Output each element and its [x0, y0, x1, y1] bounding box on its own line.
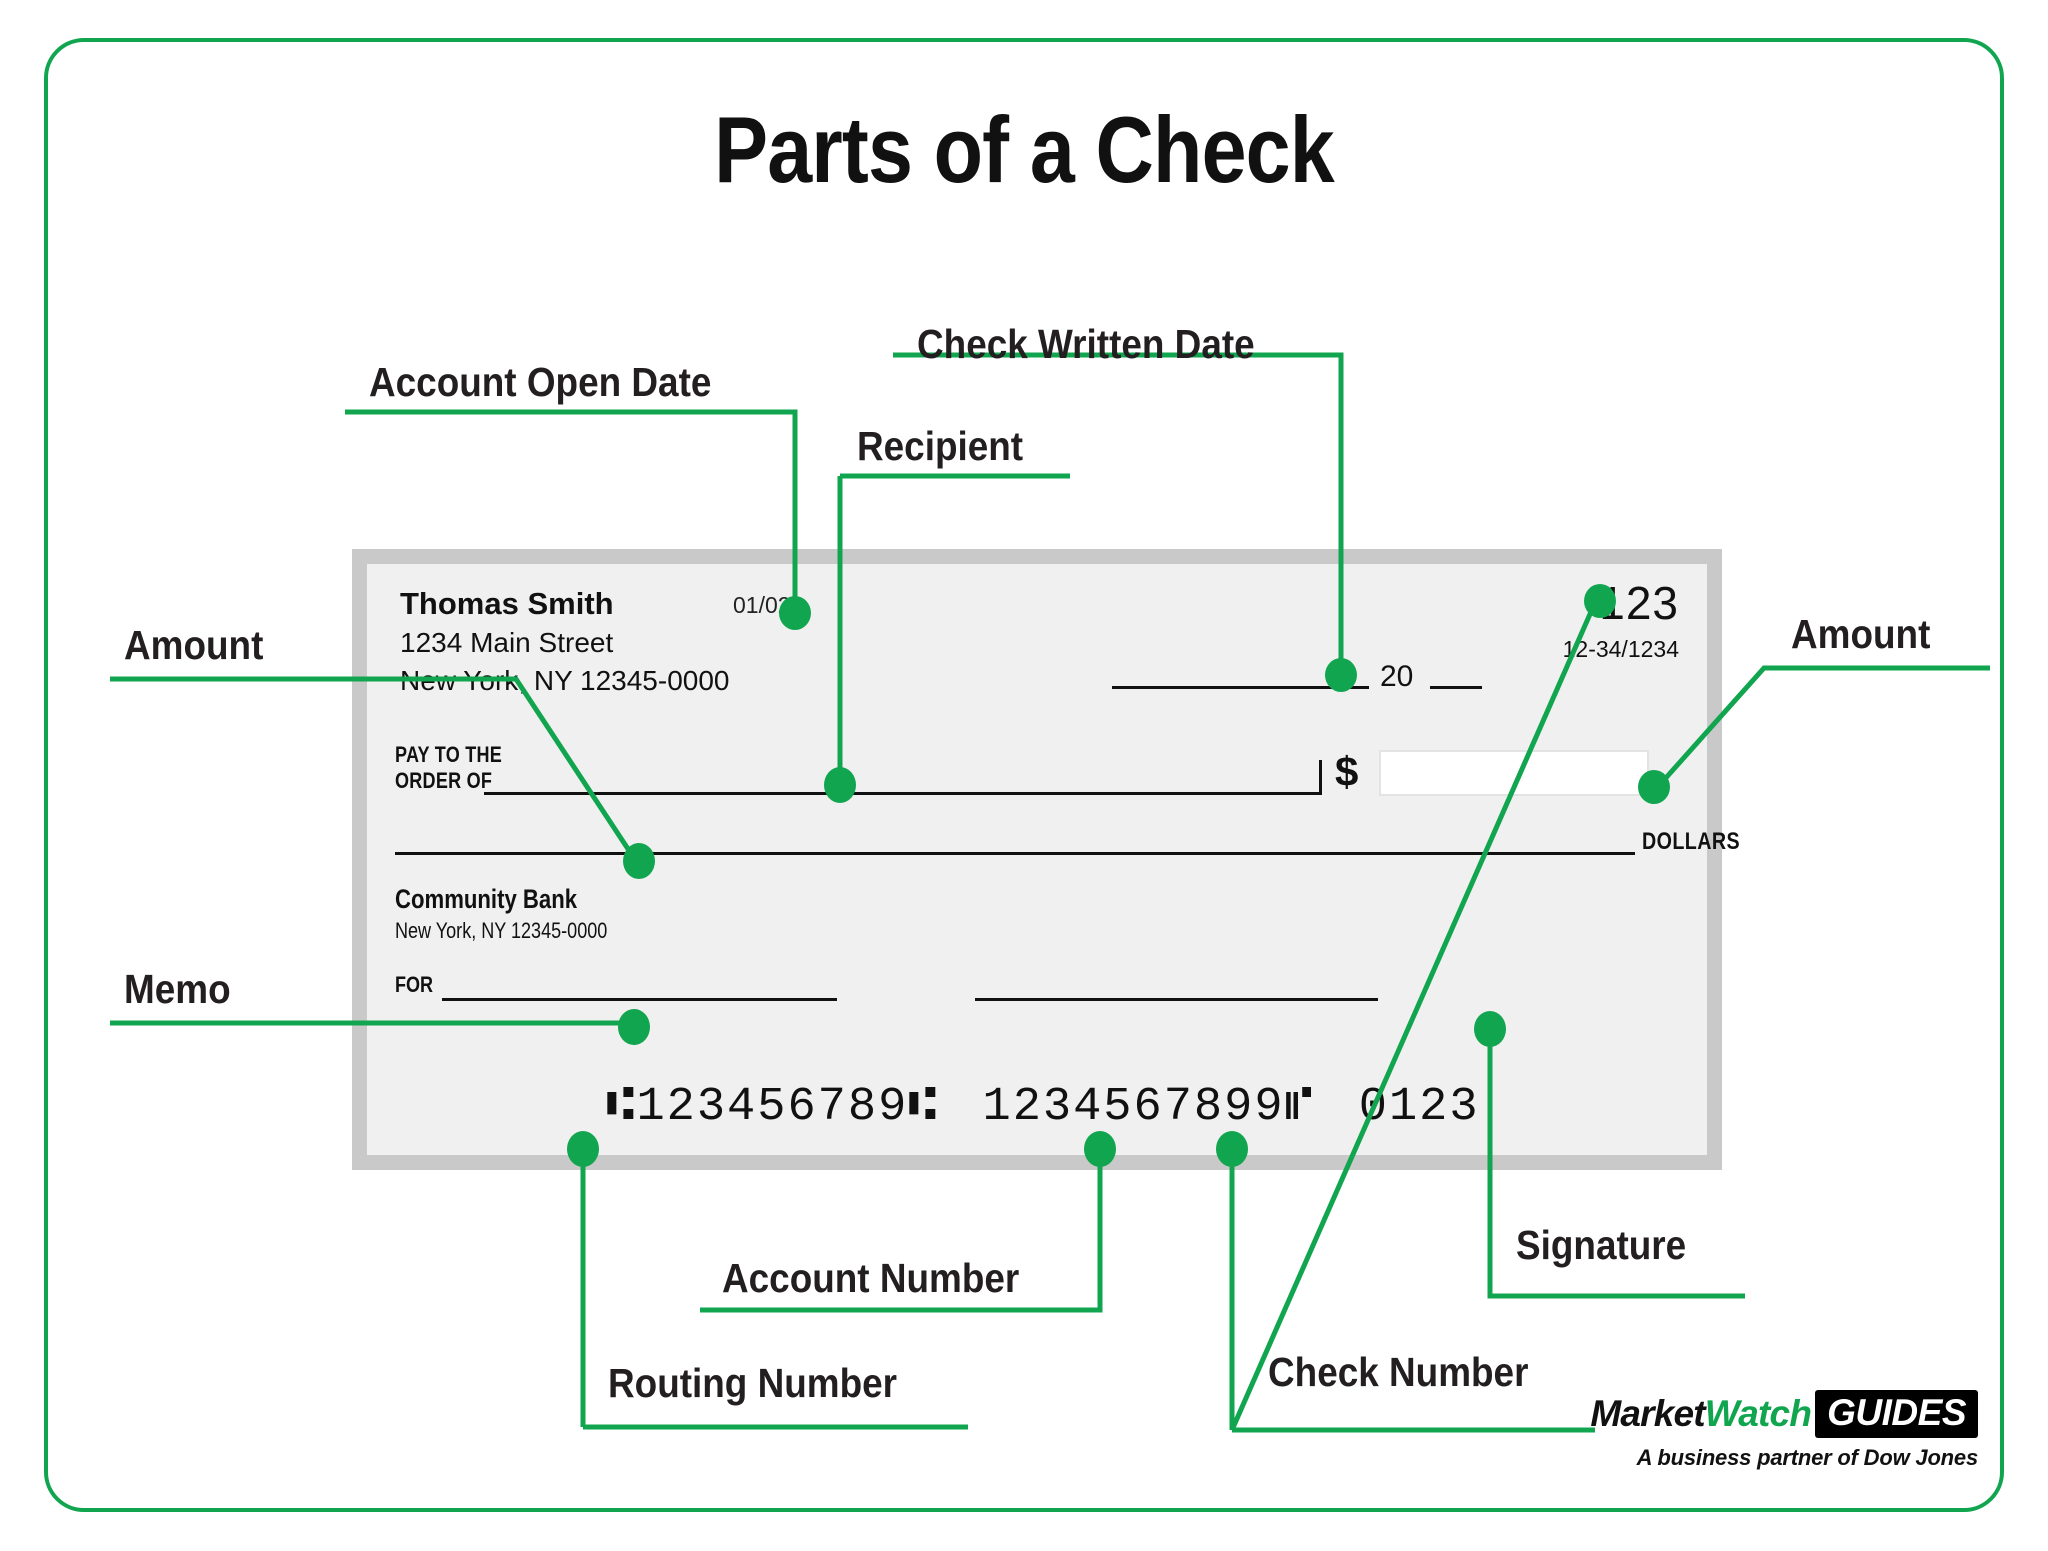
payee-line: [484, 792, 1319, 795]
bank-city: New York, NY 12345-0000: [395, 918, 608, 943]
leader-amount-right: [1662, 665, 1990, 782]
callout-amount-written: Amount: [124, 622, 264, 668]
callout-amount-numeric: Amount: [1791, 611, 1931, 657]
dollars-label: DOLLARS: [1642, 828, 1740, 855]
callout-account-number: Account Number: [722, 1255, 1020, 1301]
logo-guides-badge: GUIDES: [1815, 1390, 1978, 1438]
page-title: Parts of a Check: [714, 97, 1335, 202]
memo-line: [442, 998, 837, 1001]
dot-recipient: [824, 767, 856, 803]
micr-routing-number: 123456789: [636, 1081, 909, 1134]
callout-routing-number: Routing Number: [608, 1360, 898, 1406]
micr-routing-open: ⑆: [606, 1081, 637, 1134]
date-write-line: [1112, 686, 1369, 689]
leader-check-written-date: [893, 352, 1344, 662]
payer-street: 1234 Main Street: [400, 627, 614, 658]
payer-name: Thomas Smith: [400, 586, 614, 621]
callout-account-open-date: Account Open Date: [369, 359, 712, 405]
leader-account-open-date: [345, 409, 798, 600]
micr-line: ⑆123456789⑆ 1234567899⑈ 0123: [425, 1028, 1480, 1187]
bank-name: Community Bank: [395, 884, 578, 914]
dot-amount-written: [623, 843, 655, 879]
logo-tagline: A business partner of Dow Jones: [1636, 1445, 1979, 1470]
callout-check-number: Check Number: [1268, 1349, 1529, 1395]
dot-check-written-date: [1325, 658, 1357, 692]
dot-account-open-date: [779, 596, 811, 630]
pay-to-order-of-label: PAY TO THE ORDER OF: [395, 742, 526, 794]
signature-line: [975, 998, 1378, 1001]
pay-to-line1: PAY TO THE: [395, 742, 503, 767]
micr-account-close: 9⑈: [1254, 1081, 1315, 1134]
date-year-prefix: 20: [1380, 660, 1414, 693]
leader-check-number-diagonal: [1229, 603, 1597, 1432]
leader-routing-number: [580, 1140, 968, 1430]
callout-signature: Signature: [1516, 1222, 1687, 1268]
dot-routing-number: [567, 1131, 599, 1167]
dot-account-number: [1084, 1131, 1116, 1167]
dot-check-number-micr: [1216, 1131, 1248, 1167]
micr-account-number: 123456789: [982, 1081, 1255, 1134]
dollar-sign: $: [1335, 748, 1359, 795]
callout-recipient: Recipient: [857, 423, 1024, 469]
fractional-routing-value: 12-34/1234: [1562, 636, 1679, 662]
leader-signature: [1487, 1040, 1745, 1299]
logo-watch-text: Watch: [1704, 1393, 1812, 1434]
leader-recipient: [837, 473, 1070, 772]
callout-check-written-date: Check Written Date: [917, 321, 1255, 367]
dot-check-number-top: [1584, 584, 1616, 618]
written-amount-line: [395, 852, 1635, 855]
pay-to-line2: ORDER OF: [395, 768, 493, 793]
leader-amount-left: [110, 676, 633, 854]
date-year-line: [1430, 686, 1482, 689]
payee-line-tick: [1319, 760, 1322, 795]
dot-signature: [1474, 1011, 1506, 1047]
micr-routing-close: ⑆: [908, 1081, 939, 1134]
leader-account-number: [700, 1140, 1103, 1313]
memo-for-label: FOR: [395, 972, 434, 997]
dot-memo: [618, 1009, 650, 1045]
dot-amount-numeric: [1638, 770, 1670, 804]
logo-market-text: Market: [1590, 1393, 1705, 1434]
callout-memo: Memo: [124, 966, 231, 1012]
